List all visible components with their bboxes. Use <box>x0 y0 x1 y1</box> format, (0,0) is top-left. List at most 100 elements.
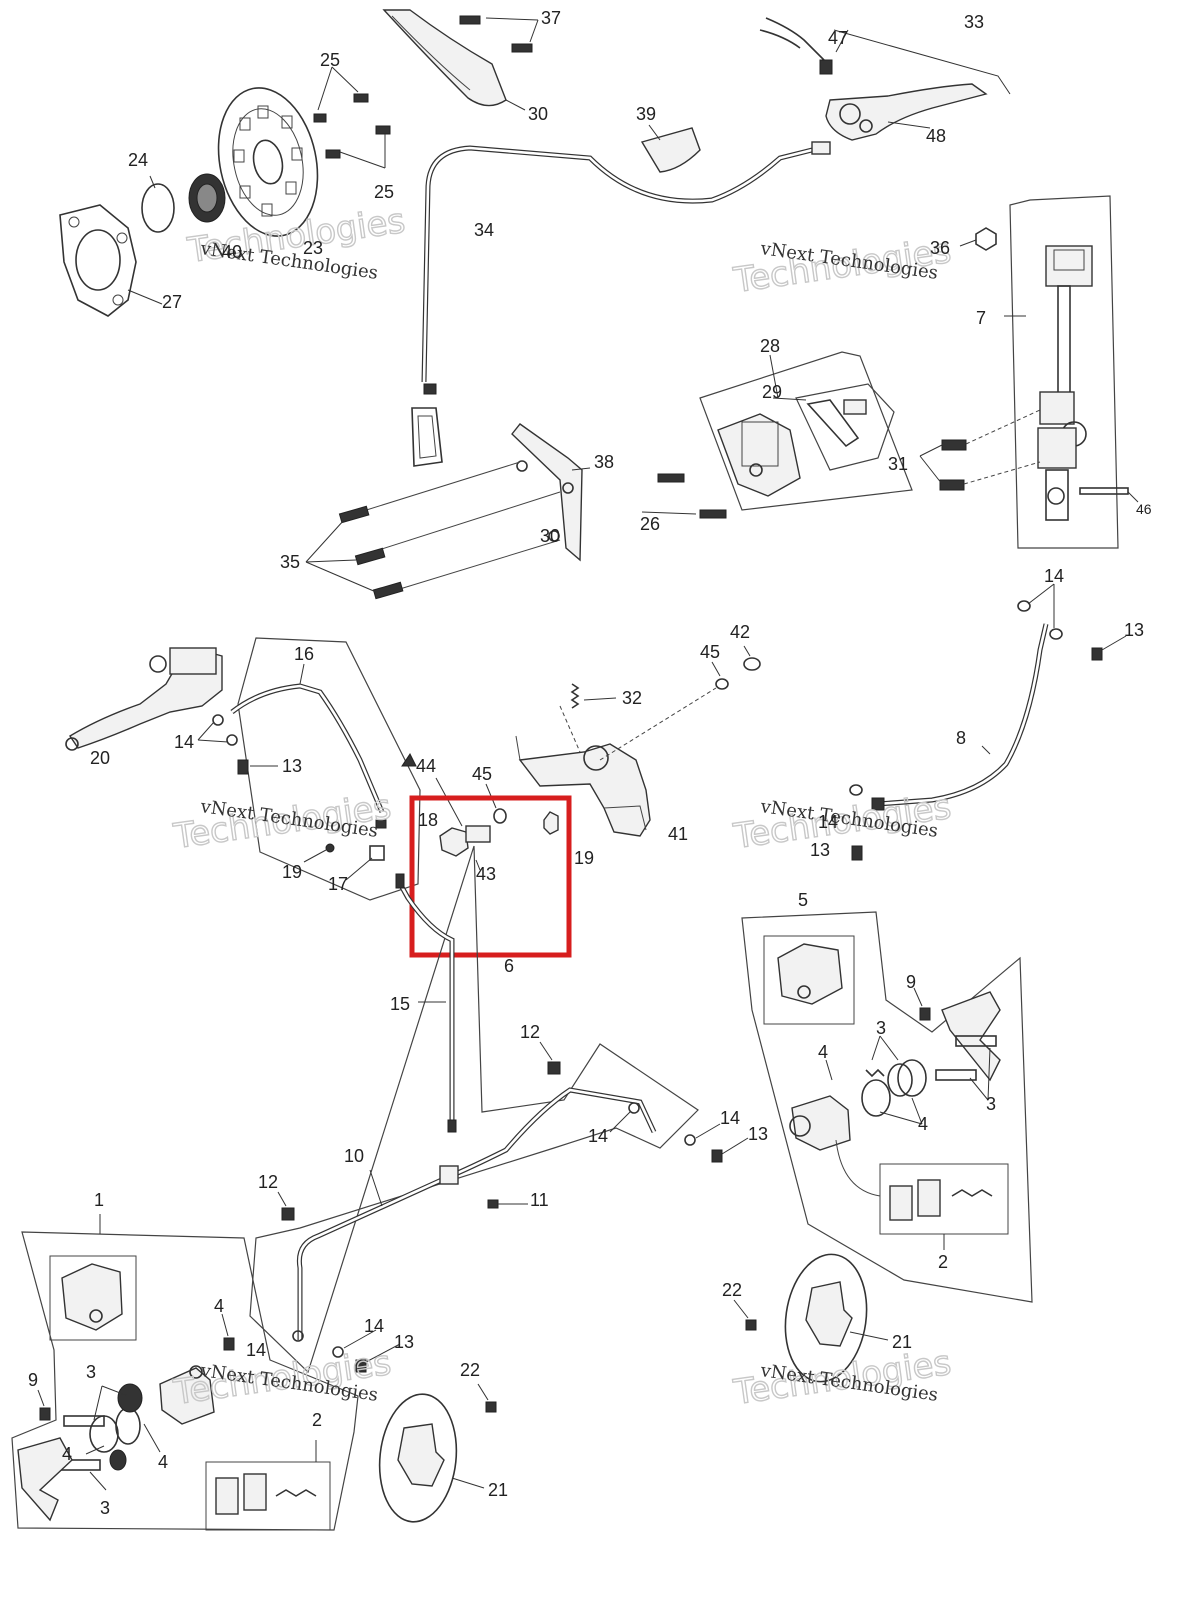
callout-30: 30 <box>540 526 560 546</box>
highlight-box <box>409 795 572 958</box>
caliper-bracket-left <box>17 1437 73 1522</box>
washers-14-left <box>212 714 238 746</box>
callout-2: 2 <box>312 1410 322 1430</box>
pad-29 <box>806 399 867 448</box>
callout-14: 14 <box>364 1316 384 1336</box>
callout-13: 13 <box>748 1124 768 1144</box>
switch-wire-47 <box>759 17 833 75</box>
watermark-5: Technologies vNext Technologies <box>170 1342 394 1414</box>
hub-40 <box>188 173 226 223</box>
callout-24: 24 <box>128 150 148 170</box>
bolts-25 <box>313 93 391 159</box>
callout-32: 32 <box>622 688 642 708</box>
callout-25: 25 <box>374 182 394 202</box>
clip-39 <box>640 127 701 173</box>
callout-8: 8 <box>956 728 966 748</box>
washer-45 <box>715 678 729 690</box>
caliper-group-frame-5 <box>741 911 1033 1303</box>
caliper-bracket-27 <box>59 204 137 317</box>
grommet-19-left <box>325 843 335 853</box>
bolts-31 <box>939 409 1041 491</box>
banjo-bolt-13-left <box>237 759 249 775</box>
callout-45: 45 <box>700 642 720 662</box>
bolts-26 <box>657 473 727 519</box>
bracket-38 <box>359 423 583 593</box>
washers-14-right <box>1017 600 1063 640</box>
callout-41: 41 <box>668 824 688 844</box>
front-hose-16 <box>230 683 385 813</box>
callout-12: 12 <box>520 1022 540 1042</box>
callout-13: 13 <box>1124 620 1144 640</box>
brake-pedal-41 <box>515 705 651 837</box>
callout-45: 45 <box>472 764 492 784</box>
washer-45-pedal <box>493 808 507 824</box>
callout-14: 14 <box>588 1126 608 1146</box>
callout-28: 28 <box>760 336 780 356</box>
callout-14: 14 <box>720 1108 740 1128</box>
caliper-inset-5 <box>763 935 855 1025</box>
callout-3: 3 <box>876 1018 886 1038</box>
callout-20: 20 <box>90 748 110 768</box>
pads-inset-right <box>879 1163 1009 1235</box>
callout-22: 22 <box>460 1360 480 1380</box>
callout-34: 34 <box>474 220 494 240</box>
callout-26: 26 <box>640 514 660 534</box>
callout-23: 23 <box>303 238 323 258</box>
callout-48: 48 <box>926 126 946 146</box>
callout-31: 31 <box>888 454 908 474</box>
caliper-inset-1 <box>49 1255 137 1341</box>
callout-3: 3 <box>986 1094 996 1114</box>
bolt-13-mid <box>849 784 863 861</box>
nut-36 <box>975 227 997 251</box>
fittings-14-13-right <box>628 1102 723 1163</box>
pistons-right <box>861 1035 997 1117</box>
callout-44: 44 <box>416 756 436 776</box>
parking-lever-48 <box>825 83 988 141</box>
watermark-6: Technologies vNext Technologies <box>730 1342 954 1414</box>
watermark-4: Technologies vNext Technologies <box>730 786 954 858</box>
callout-labels: 37 33 47 25 30 39 48 24 25 34 40 23 36 2… <box>28 8 1152 1518</box>
callout-2: 2 <box>938 1252 948 1272</box>
callout-40: 40 <box>222 242 242 262</box>
callout-13: 13 <box>282 756 302 776</box>
callout-11: 11 <box>530 1190 549 1210</box>
spring-32 <box>570 683 580 709</box>
callout-4: 4 <box>818 1042 828 1062</box>
hose-group-frame-6 <box>249 845 699 1374</box>
brake-line-15 <box>395 873 457 1133</box>
callout-1: 1 <box>94 1190 104 1210</box>
brake-disc-21-right <box>784 1253 868 1383</box>
callout-15: 15 <box>390 994 410 1014</box>
caliper-28 <box>717 413 801 497</box>
callout-14: 14 <box>818 812 838 832</box>
brake-disc-23 <box>217 87 319 237</box>
callout-46: 46 <box>1136 501 1152 517</box>
bolt-9-left <box>39 1407 51 1421</box>
caliper-body-right <box>789 1095 881 1197</box>
callout-22: 22 <box>722 1280 742 1300</box>
bolt-13-right <box>1091 647 1103 661</box>
callout-33: 33 <box>964 12 984 32</box>
watermark-2: Technologies vNext Technologies <box>730 230 954 302</box>
callout-27: 27 <box>162 292 182 312</box>
callout-9: 9 <box>906 972 916 992</box>
bolt-9-right <box>919 1007 931 1021</box>
callout-7: 7 <box>976 308 986 328</box>
brake-disc-21-left <box>378 1393 458 1523</box>
callout-25: 25 <box>320 50 340 70</box>
callout-19: 19 <box>282 862 302 882</box>
callout-14: 14 <box>1044 566 1064 586</box>
callout-3: 3 <box>86 1362 96 1382</box>
callout-42: 42 <box>730 622 750 642</box>
front-hose-group-frame-16 <box>237 637 421 901</box>
washer-42 <box>743 657 761 671</box>
bolt-22-left <box>485 1401 497 1413</box>
bushing-18 <box>543 811 559 835</box>
clip-12-b <box>281 1207 295 1221</box>
callout-14: 14 <box>174 732 194 752</box>
callout-47: 47 <box>828 28 848 48</box>
pivot-bolt-43 <box>439 825 491 871</box>
watermark-3: Technologies vNext Technologies <box>170 786 394 858</box>
clamp-17 <box>369 819 387 861</box>
